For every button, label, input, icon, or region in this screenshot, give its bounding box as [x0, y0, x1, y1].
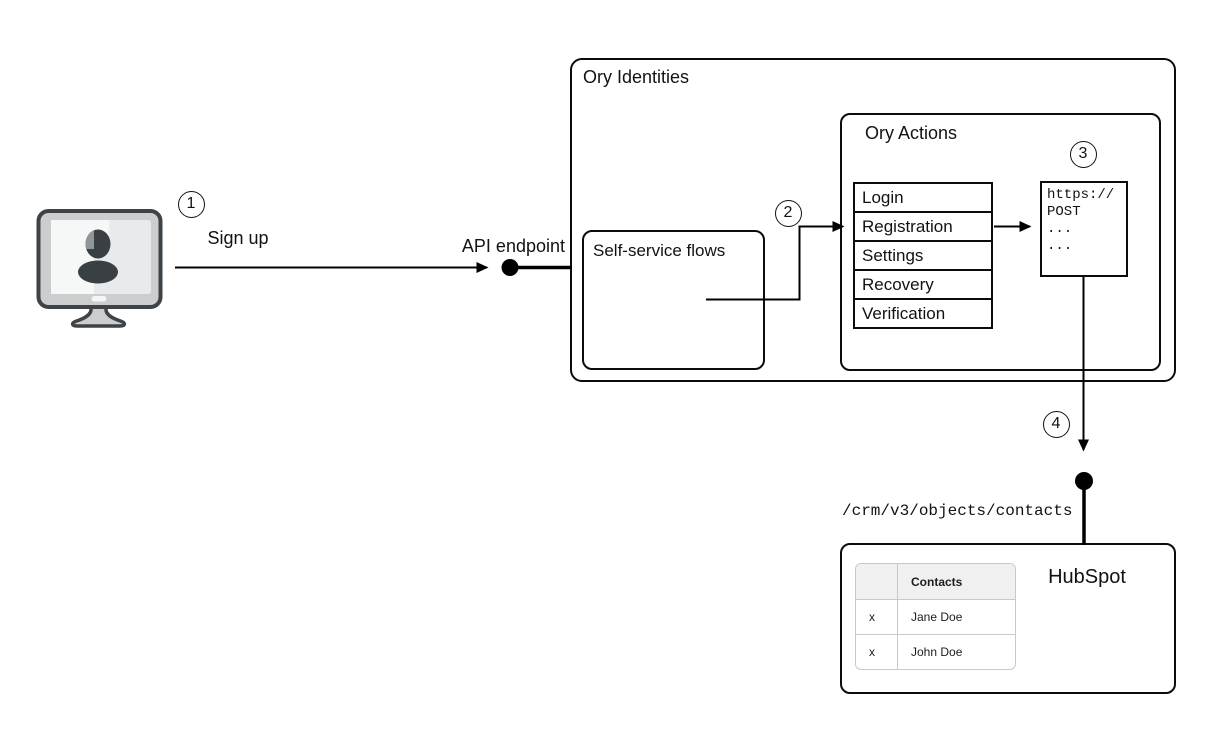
step-4-number: 4	[1051, 415, 1061, 432]
self-service-flows-box: Self-service flows	[582, 230, 765, 370]
webhook-code-box: https:// POST ... ...	[1040, 181, 1128, 277]
hubspot-title: HubSpot	[1048, 566, 1126, 588]
hubspot-api-path: /crm/v3/objects/contacts	[842, 502, 1073, 520]
step-3-number: 3	[1078, 145, 1088, 162]
contacts-row-2-name: John Doe	[911, 645, 963, 659]
user-head-highlight	[85, 229, 94, 249]
sign-up-label: Sign up	[207, 228, 269, 248]
step-4-badge: 4	[1042, 410, 1070, 438]
flow-row-settings: Settings	[853, 240, 993, 271]
step-3-badge: 3	[1069, 140, 1097, 168]
contacts-row-1-name: Jane Doe	[911, 610, 963, 624]
ory-identities-title: Ory Identities	[583, 67, 690, 87]
code-line-4: ...	[1047, 238, 1073, 254]
contacts-row-1: x Jane Doe	[856, 599, 1015, 634]
hubspot-box	[840, 543, 1176, 694]
code-line-2: POST	[1047, 204, 1081, 220]
flow-row-login: Login	[853, 182, 993, 213]
monitor-button	[91, 296, 107, 302]
contacts-row-2: x John Doe	[856, 634, 1015, 669]
api-endpoint-label: API endpoint	[461, 236, 565, 256]
user-shoulders	[78, 260, 118, 284]
step-2-number: 2	[783, 204, 793, 221]
step-1-badge: 1	[177, 190, 205, 218]
self-service-flows-title: Self-service flows	[593, 241, 726, 260]
contacts-table: Contacts x Jane Doe x John Doe	[855, 563, 1016, 670]
api-endpoint-dot	[501, 259, 519, 276]
code-line-1: https://	[1047, 187, 1115, 203]
step-1-number: 1	[186, 195, 196, 212]
ory-actions-title: Ory Actions	[865, 123, 958, 143]
monitor-user-icon	[36, 209, 163, 328]
hubspot-endpoint-dot	[1075, 472, 1093, 490]
flow-list: Login Registration Settings Recovery Ver…	[853, 182, 993, 329]
code-line-3: ...	[1047, 221, 1073, 237]
contacts-row-2-mark: x	[856, 635, 898, 669]
flow-row-verification: Verification	[853, 298, 993, 329]
monitor-stand	[70, 302, 127, 328]
flow-row-recovery: Recovery	[853, 269, 993, 300]
contacts-table-header-row: Contacts	[856, 564, 1015, 599]
contacts-header-empty-cell	[856, 564, 898, 599]
contacts-header-cell: Contacts	[911, 574, 963, 589]
flow-row-registration: Registration	[853, 211, 993, 242]
ory-identities-box: Ory Identities	[570, 58, 1176, 382]
contacts-row-1-mark: x	[856, 600, 898, 634]
